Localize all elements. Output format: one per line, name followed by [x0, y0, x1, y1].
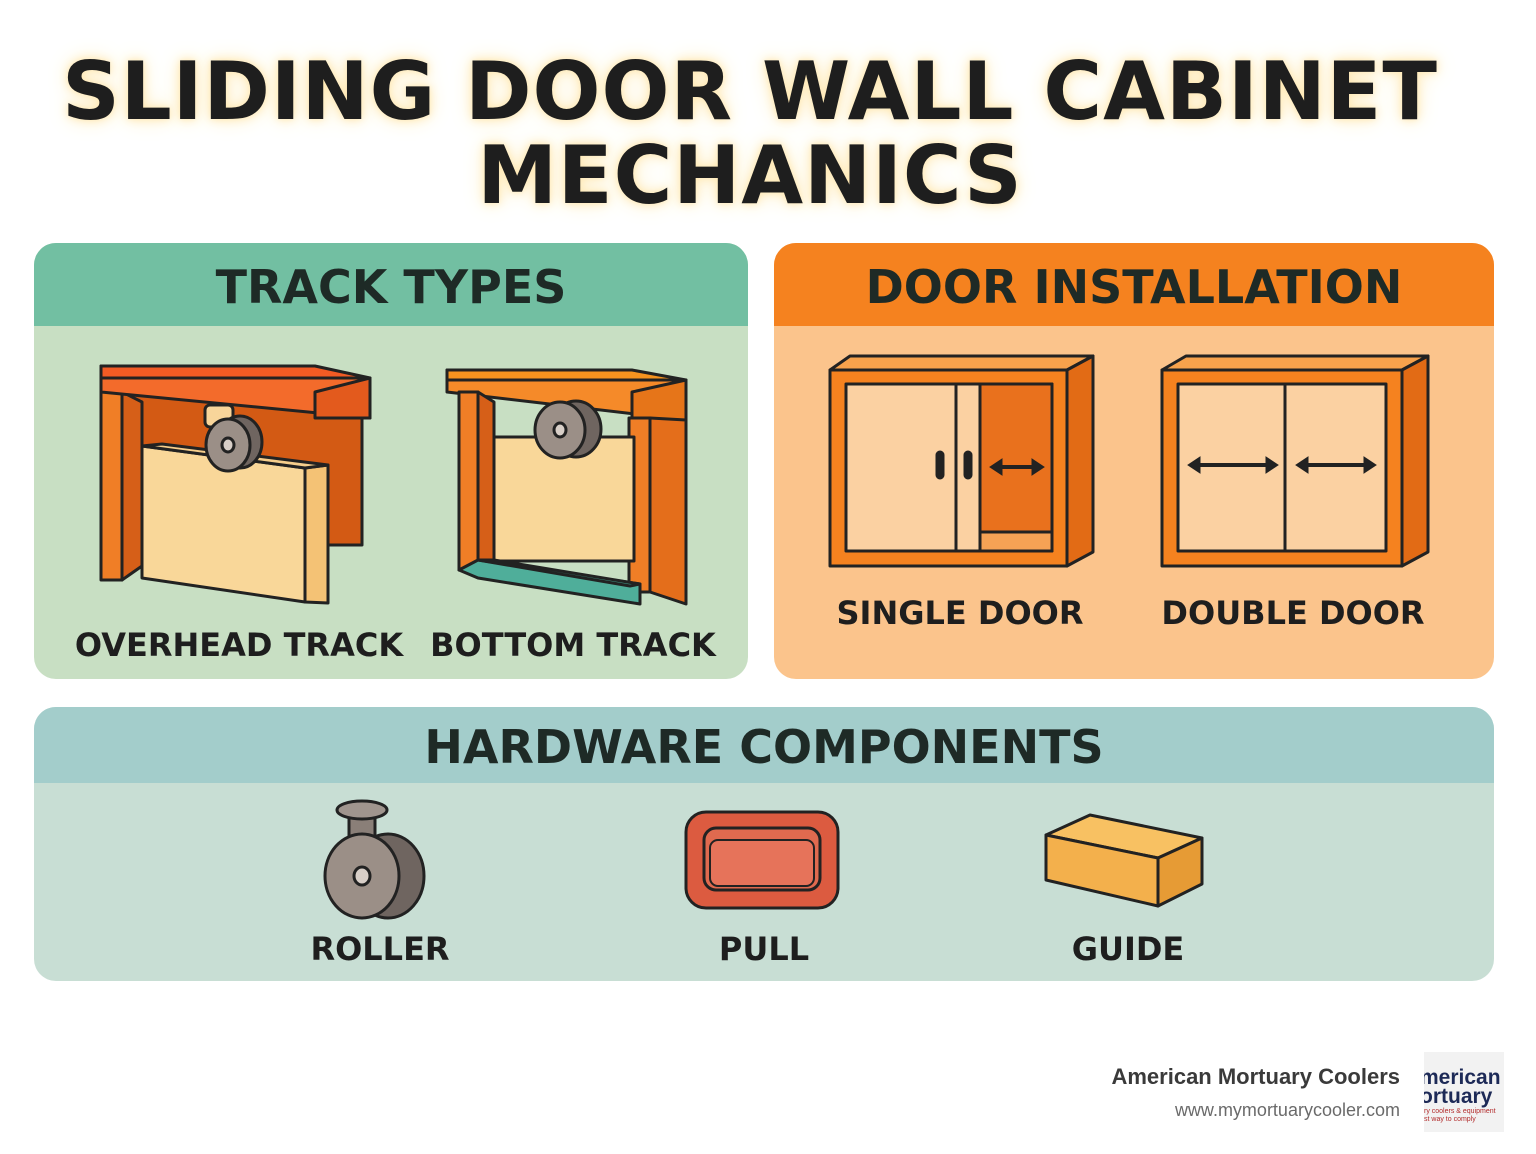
door-installation-heading: DOOR INSTALLATION — [774, 243, 1494, 326]
track-types-heading: TRACK TYPES — [34, 243, 748, 326]
single-door-label: SINGLE DOOR — [836, 594, 1084, 632]
company-url[interactable]: www.mymortuarycooler.com — [1174, 1100, 1400, 1120]
hardware-components-heading: HARDWARE COMPONENTS — [34, 707, 1494, 783]
company-logo: merican ortuary ry coolers & equipment s… — [1424, 1052, 1504, 1132]
logo-line2: ortuary — [1424, 1085, 1493, 1108]
main-title-line1: SLIDING DOOR WALL CABINET — [62, 45, 1438, 138]
double-door-label: DOUBLE DOOR — [1161, 594, 1425, 632]
logo-line4: st way to comply — [1424, 1116, 1476, 1123]
bottom-track-label: BOTTOM TRACK — [430, 626, 716, 664]
company-name: American Mortuary Coolers — [1111, 1064, 1400, 1089]
guide-label: GUIDE — [1071, 930, 1185, 968]
overhead-track-label: OVERHEAD TRACK — [74, 626, 404, 664]
logo-line3: ry coolers & equipment — [1424, 1108, 1496, 1115]
roller-label: ROLLER — [310, 930, 450, 968]
pull-label: PULL — [718, 930, 810, 968]
hardware-components-panel: HARDWARE COMPONENTS — [34, 707, 1494, 981]
main-title-line2: MECHANICS — [477, 129, 1023, 222]
logo-line1: merican — [1424, 1066, 1501, 1089]
